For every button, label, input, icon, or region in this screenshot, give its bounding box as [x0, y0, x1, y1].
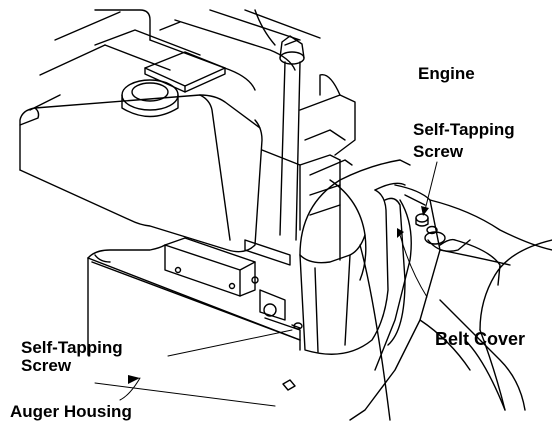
engine-box [19, 94, 263, 253]
auger-housing-body [87, 244, 303, 391]
fuel-tank-plate [144, 51, 226, 93]
arrowhead-belt-cover [397, 228, 404, 238]
top-screw [415, 213, 438, 235]
self-tapping-screw-left-label-line2: Screw [21, 356, 72, 375]
self-tapping-screw-top-label-line1: Self-Tapping [413, 120, 515, 139]
discharge-chute [419, 199, 552, 411]
self-tapping-screw-top-label-line2: Screw [413, 142, 464, 161]
belt-cover [299, 159, 411, 355]
fuel-cap [121, 79, 179, 118]
arrowhead-auger [128, 375, 140, 384]
self-tapping-screw-left-label-line1: Self-Tapping [21, 338, 123, 357]
leader-lines [94, 161, 438, 407]
lower-bracket [164, 237, 291, 321]
engine-label: Engine [418, 64, 475, 83]
auger-housing-label: Auger Housing [10, 402, 132, 421]
pulley-housing [349, 184, 441, 421]
engine-mechanism [261, 73, 356, 261]
engine-shroud [29, 9, 321, 111]
dipstick-tube [279, 35, 305, 241]
belt-cover-label: Belt Cover [435, 329, 526, 349]
arrowhead-top-screw [421, 206, 429, 216]
